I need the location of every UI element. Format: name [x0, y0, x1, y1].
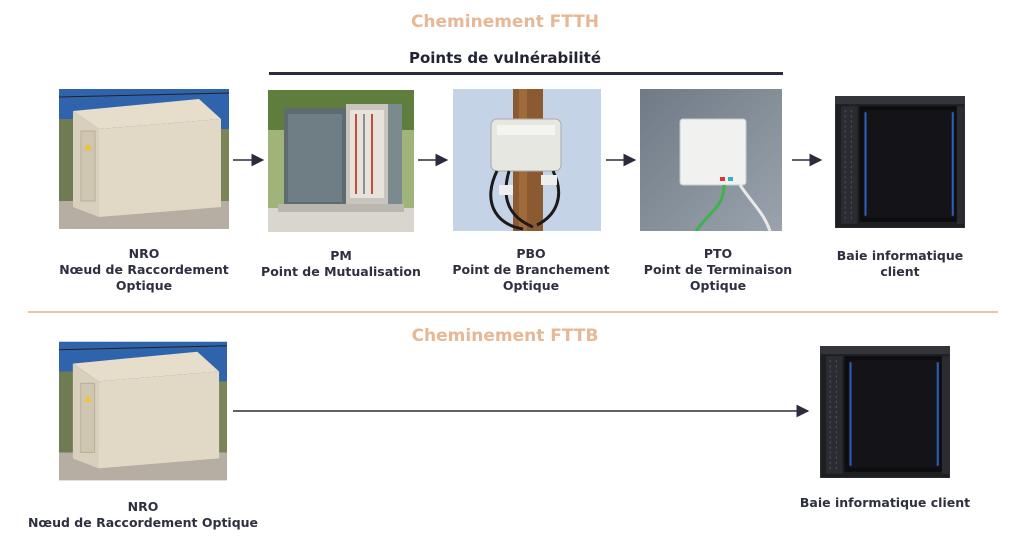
- vulnerability-title: Points de vulnérabilité: [408, 49, 602, 67]
- section-divider: [28, 311, 998, 313]
- vulnerability-bar: [269, 72, 783, 75]
- fttb-title: Cheminement FTTB: [411, 326, 599, 346]
- server-rack-icon: [815, 342, 955, 482]
- ftth-title: Cheminement FTTH: [410, 12, 600, 32]
- nro-shelter-icon: [59, 338, 227, 484]
- fttb-label-rack: Baie informatique client: [799, 495, 971, 510]
